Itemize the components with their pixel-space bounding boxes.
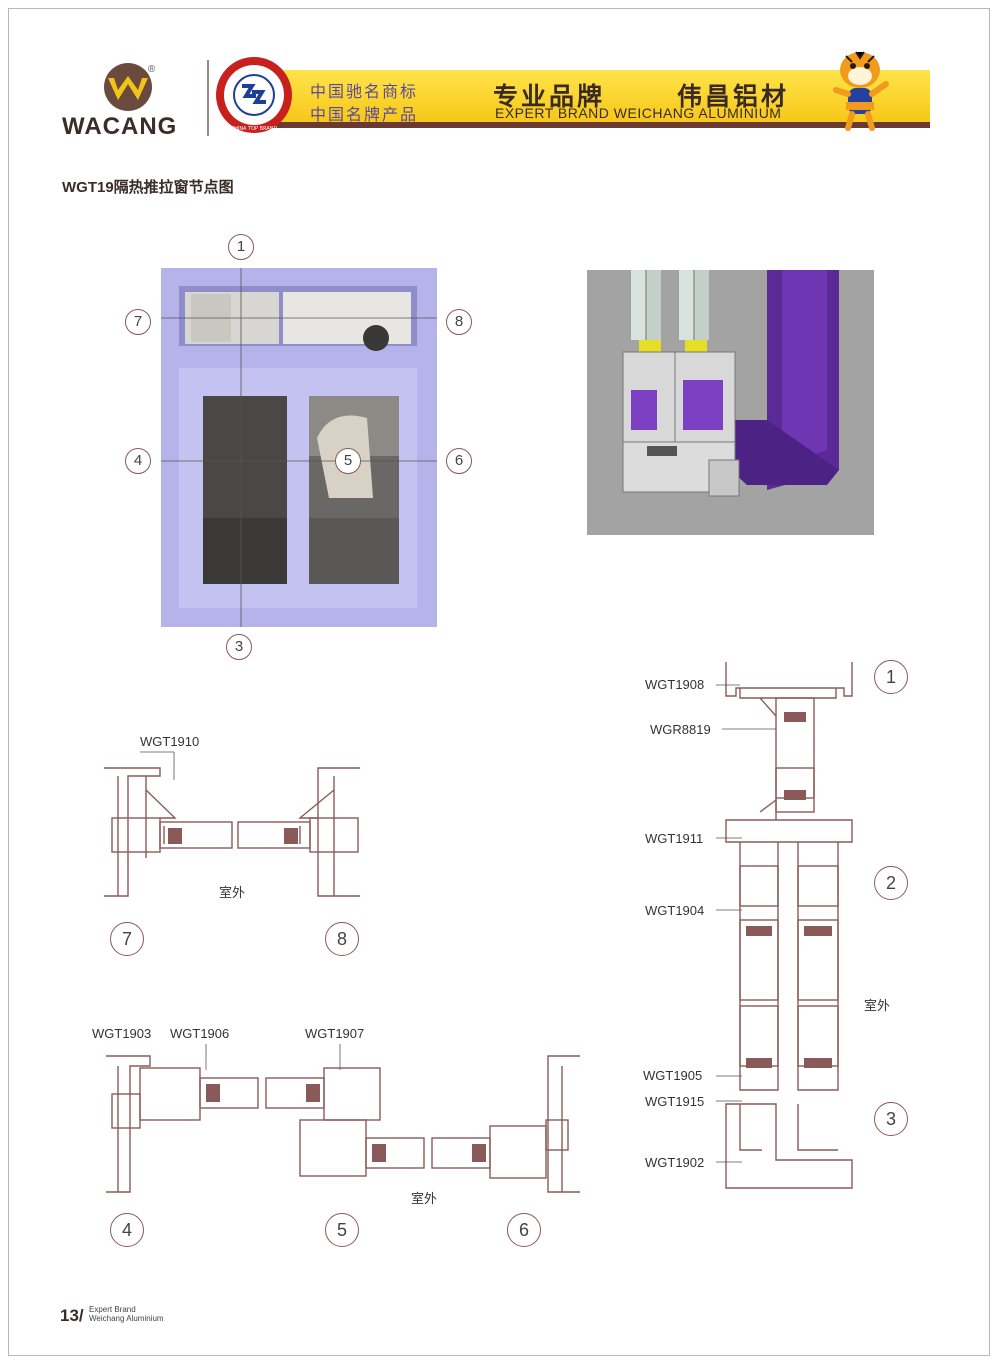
drawing-4-5-6 xyxy=(106,1055,580,1193)
profile-section-photo xyxy=(587,270,874,535)
photo-marker-7: 7 xyxy=(125,309,151,335)
footer-brand-line1: Expert Brand xyxy=(89,1305,136,1314)
drawing-7-8 xyxy=(104,767,360,897)
outside-label-bottom-left: 室外 xyxy=(411,1191,438,1206)
label-wgt1908: WGT1908 xyxy=(645,677,705,692)
label-wgr8819: WGR8819 xyxy=(650,722,711,737)
window-photo xyxy=(161,268,437,627)
photo-marker-6: 6 xyxy=(446,448,472,474)
drawing-marker-6: 6 xyxy=(507,1213,541,1247)
photo-marker-8: 8 xyxy=(446,309,472,335)
photo-marker-1: 1 xyxy=(228,234,254,260)
footer-brand-line2: Weichang Aluminium xyxy=(89,1314,164,1323)
banner-shadow xyxy=(258,122,930,128)
label-wgt1910: WGT1910 xyxy=(140,734,200,749)
wacang-logo-icon xyxy=(104,63,152,111)
registered-mark: ® xyxy=(148,64,156,75)
drawing-marker-5: 5 xyxy=(325,1213,359,1247)
drawing-marker-2: 2 xyxy=(874,866,908,900)
drawing-marker-3: 3 xyxy=(874,1102,908,1136)
svg-text:CHINA TOP BRAND: CHINA TOP BRAND xyxy=(231,126,278,132)
page-frame xyxy=(8,8,990,1356)
photo-marker-5: 5 xyxy=(335,448,361,474)
slogan-famous-trademark: 中国驰名商标 xyxy=(310,84,419,101)
page-number: 13/ xyxy=(60,1306,84,1325)
label-wgt1904: WGT1904 xyxy=(645,903,705,918)
drawing-marker-4: 4 xyxy=(110,1213,144,1247)
header-divider xyxy=(207,60,209,136)
label-wgt1905: WGT1905 xyxy=(643,1068,703,1083)
label-wgt1902: WGT1902 xyxy=(645,1155,705,1170)
logo-text: WACANG xyxy=(62,113,178,140)
outside-label-right: 室外 xyxy=(864,998,891,1013)
drawing-marker-7: 7 xyxy=(110,922,144,956)
tagline-cn: 专业品牌 xyxy=(493,83,606,111)
label-wgt1903: WGT1903 xyxy=(92,1026,152,1041)
label-wgt1915: WGT1915 xyxy=(645,1094,705,1109)
outside-label-top-left: 室外 xyxy=(219,885,246,900)
drawing-1-2-3 xyxy=(725,662,853,1189)
brand-name-cn: 伟昌铝材 xyxy=(677,83,790,111)
photo-marker-3: 3 xyxy=(226,634,252,660)
china-top-brand-seal-icon: CHINA TOP BRAND xyxy=(216,57,292,133)
drawing-marker-1: 1 xyxy=(874,660,908,694)
slogan-brand-product: 中国名牌产品 xyxy=(310,107,419,124)
label-wgt1906: WGT1906 xyxy=(170,1026,230,1041)
label-wgt1907: WGT1907 xyxy=(305,1026,365,1041)
photo-marker-4: 4 xyxy=(125,448,151,474)
tagline-en: EXPERT BRAND WEICHANG ALUMINIUM xyxy=(495,105,782,121)
page-title: WGT19隔热推拉窗节点图 xyxy=(62,179,234,196)
tiger-mascot-icon xyxy=(833,51,889,131)
drawing-marker-8: 8 xyxy=(325,922,359,956)
header-banner xyxy=(258,70,930,126)
label-wgt1911: WGT1911 xyxy=(645,831,704,846)
